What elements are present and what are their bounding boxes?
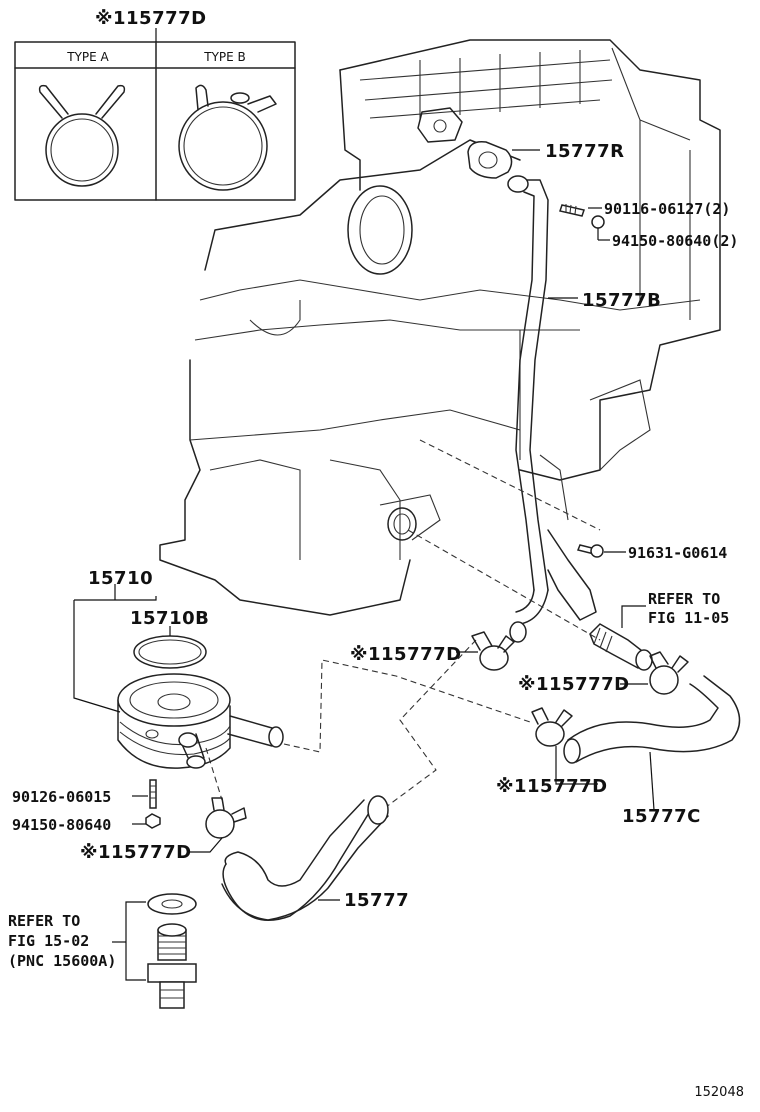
inset-part-label: ※115777D	[95, 8, 207, 29]
o-ring-15710b	[133, 635, 207, 669]
label-90116: 90116-06127(2)	[604, 200, 730, 218]
clamp-right	[649, 651, 689, 695]
label-94150-top: 94150-80640(2)	[612, 232, 738, 250]
label-91631: 91631-G0614	[628, 544, 727, 562]
clip-type-inset: ※115777D TYPE A TYPE B	[14, 8, 296, 201]
clip-type-b-drawing	[178, 84, 277, 191]
label-15710: 15710	[88, 568, 153, 589]
hose-15777c	[563, 675, 741, 764]
clamp-lower-left	[205, 797, 247, 839]
clamp-lower-middle	[531, 707, 573, 747]
label-15777d-lower-left: ※115777D	[80, 842, 192, 863]
label-15777c: 15777C	[622, 806, 701, 827]
oil-cooler-15710	[117, 673, 284, 769]
nut-94150-lower	[145, 813, 161, 829]
union-refer-15-02	[147, 893, 197, 1009]
label-94150-lower: 94150-80640	[12, 816, 111, 834]
type-a-label: TYPE A	[66, 50, 109, 64]
bolt-90116	[559, 204, 585, 217]
engine-block-drawing	[159, 39, 721, 616]
bolt-90126	[149, 779, 157, 809]
refer-11-05-line1: REFER TO	[648, 590, 720, 608]
label-90126: 90126-06015	[12, 788, 111, 806]
nut-94150	[591, 215, 605, 229]
label-15777d-right: ※115777D	[518, 674, 630, 695]
refer-15-02-line3: (PNC 15600A)	[8, 952, 116, 970]
fitting-refer-11-05	[589, 623, 653, 671]
label-15777d-upper-left: ※115777D	[350, 644, 462, 665]
clip-type-a-drawing	[38, 84, 126, 187]
hose-15777	[221, 795, 389, 921]
pipe-15777b	[507, 175, 597, 643]
bolt-91631	[576, 544, 604, 558]
clamp-upper-left	[471, 631, 515, 671]
gasket-15777r	[467, 140, 513, 179]
refer-15-02-line2: FIG 15-02	[8, 932, 89, 950]
label-15777b: 15777B	[582, 290, 661, 311]
refer-11-05-line2: FIG 11-05	[648, 609, 729, 627]
label-15777: 15777	[344, 890, 409, 911]
refer-15-02-line1: REFER TO	[8, 912, 80, 930]
type-b-label: TYPE B	[203, 50, 246, 64]
label-15777r: 15777R	[545, 141, 624, 162]
label-15710b: 15710B	[130, 608, 209, 629]
figure-number: 152048	[694, 1085, 744, 1100]
inset-frame	[14, 41, 296, 201]
label-15777d-lower-middle: ※115777D	[496, 776, 608, 797]
